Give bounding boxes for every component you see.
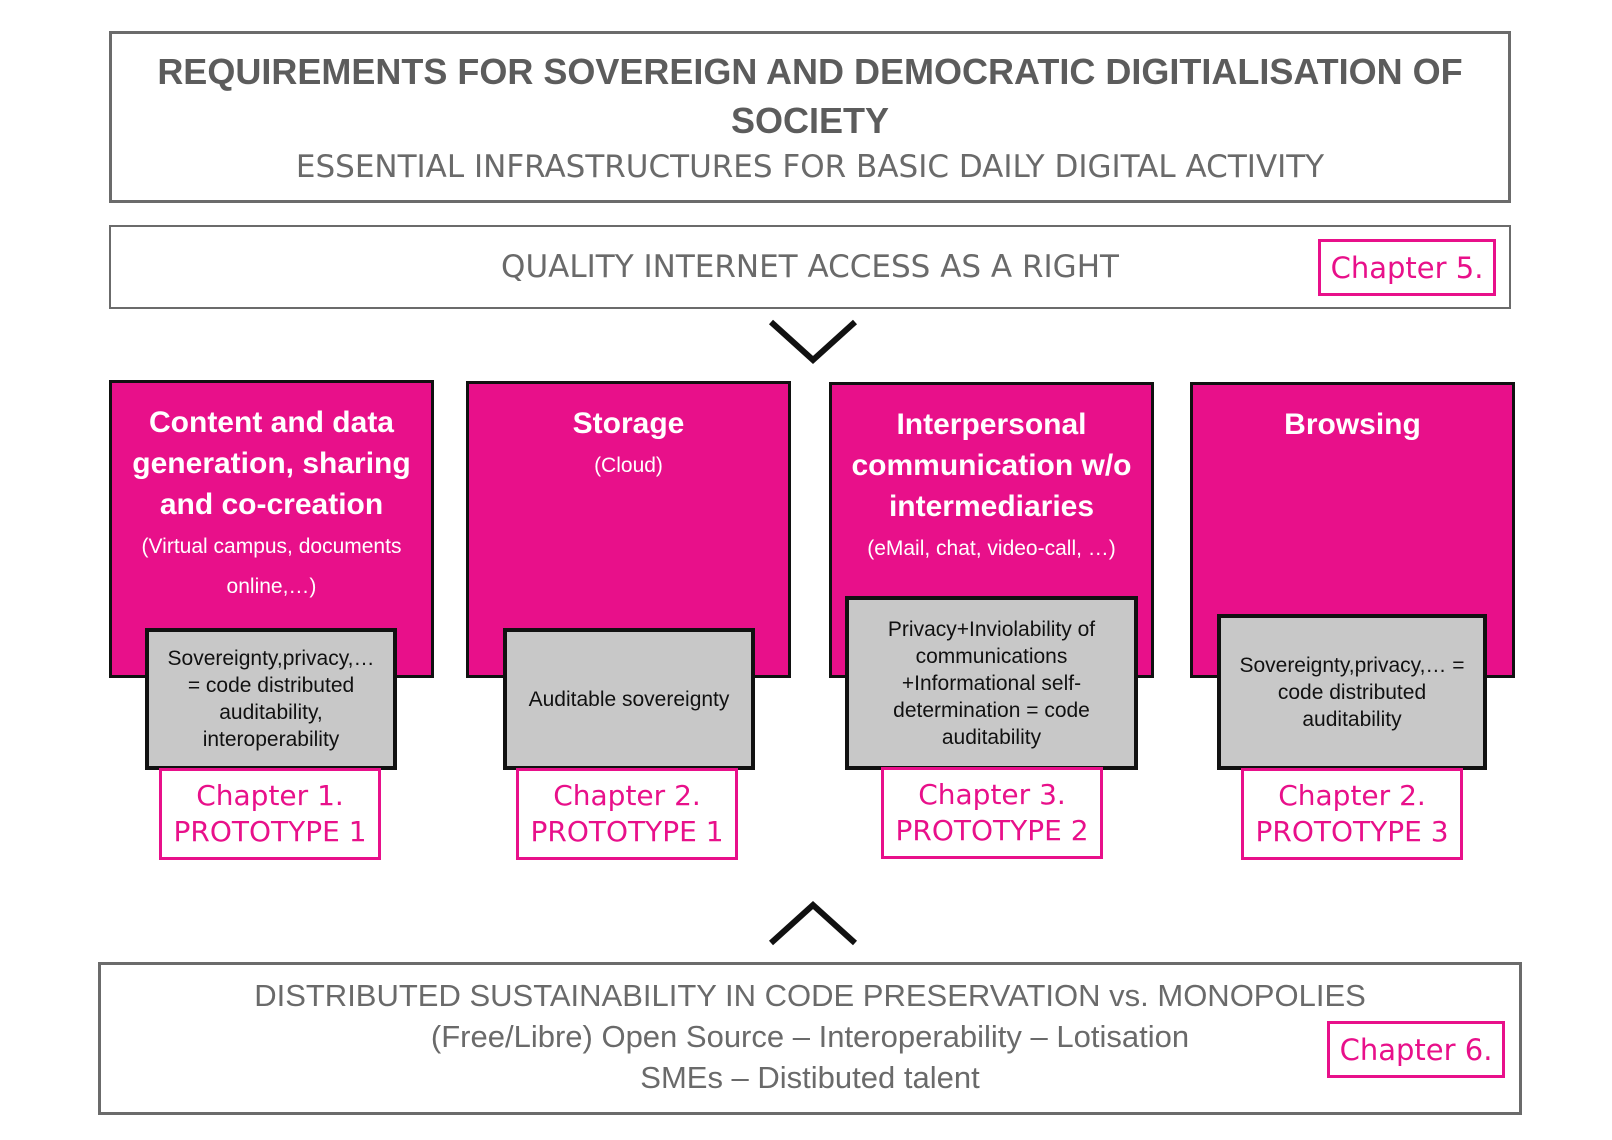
diagram-title: REQUIREMENTS FOR SOVEREIGN AND DEMOCRATI… [157, 51, 1463, 141]
chapter-5-tag: Chapter 5. [1318, 239, 1496, 296]
open-source-line: (Free/Libre) Open Source – Interoperabil… [430, 1019, 1190, 1054]
column-title: Content and data generation, sharing and… [132, 406, 411, 521]
column-chapter-tag: Chapter 2. PROTOTYPE 3 [1241, 768, 1463, 860]
column-title: Browsing [1284, 408, 1421, 441]
column-subtitle: (Cloud) [594, 454, 663, 477]
chapter-6-tag: Chapter 6. [1327, 1021, 1505, 1078]
column-chapter-tag: Chapter 1. PROTOTYPE 1 [159, 768, 381, 860]
column-subtitle: (eMail, chat, video-call, …) [867, 537, 1116, 560]
smes-line: SMEs – Distibuted talent [640, 1060, 980, 1095]
chapter-label: Chapter 2. [553, 779, 701, 812]
prototype-label: PROTOTYPE 3 [1255, 815, 1449, 848]
diagram-subtitle: ESSENTIAL INFRASTRUCTURES FOR BASIC DAIL… [295, 149, 1325, 185]
chapter-label: Chapter 3. [918, 778, 1066, 811]
internet-access-text: QUALITY INTERNET ACCESS AS A RIGHT [501, 249, 1119, 285]
chevron-up-icon [768, 900, 858, 946]
column-requirement-box: Auditable sovereignty [503, 628, 755, 770]
prototype-label: PROTOTYPE 1 [173, 815, 367, 848]
internet-access-box: QUALITY INTERNET ACCESS AS A RIGHT [109, 225, 1511, 309]
chapter-label: Chapter 2. [1278, 779, 1426, 812]
column-title: Storage [572, 407, 685, 440]
header-box: REQUIREMENTS FOR SOVEREIGN AND DEMOCRATI… [109, 31, 1511, 203]
column-requirement-box: Sovereignty,privacy,… = code distributed… [1217, 614, 1487, 770]
column-chapter-tag: Chapter 2. PROTOTYPE 1 [516, 768, 738, 860]
prototype-label: PROTOTYPE 1 [530, 815, 724, 848]
chevron-down-icon [768, 319, 858, 365]
code-sustainability-box: DISTRIBUTED SUSTAINABILITY IN CODE PRESE… [98, 962, 1522, 1115]
column-requirement-box: Sovereignty,privacy,… = code distributed… [145, 628, 397, 770]
prototype-label: PROTOTYPE 2 [895, 814, 1089, 847]
column-requirement-box: Privacy+Inviolability of communications … [845, 596, 1138, 770]
sustainability-line: DISTRIBUTED SUSTAINABILITY IN CODE PRESE… [254, 978, 1366, 1013]
column-title: Interpersonal communication w/o intermed… [851, 408, 1132, 523]
chapter-label: Chapter 1. [196, 779, 344, 812]
column-chapter-tag: Chapter 3. PROTOTYPE 2 [881, 767, 1103, 859]
column-subtitle: (Virtual campus, documents online,…) [141, 535, 402, 598]
